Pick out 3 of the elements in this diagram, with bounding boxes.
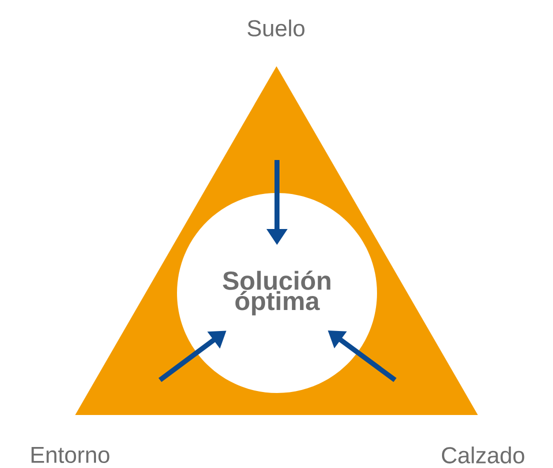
- vertex-label: Calzado: [442, 446, 524, 464]
- vertex-label: Entorno: [32, 446, 110, 464]
- vertex-label: Suelo: [248, 20, 304, 36]
